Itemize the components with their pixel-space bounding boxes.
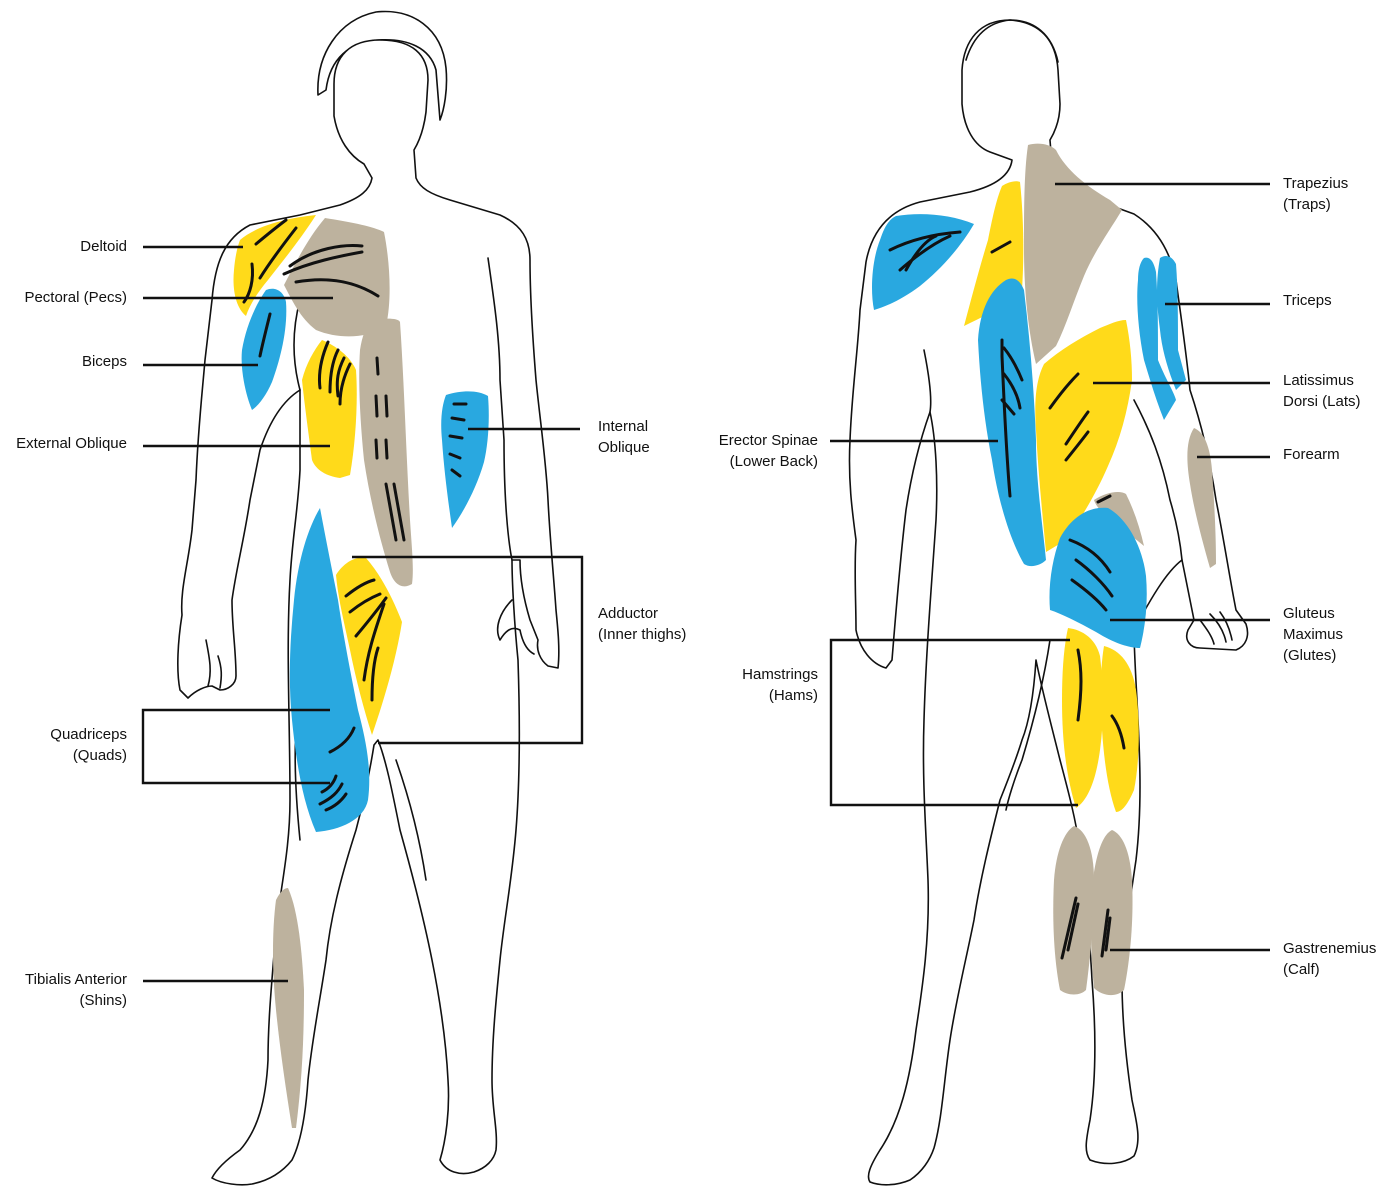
label-adductor: Adductor (Inner thighs) xyxy=(598,603,686,645)
label-external-oblique: External Oblique xyxy=(16,433,127,454)
label-deltoid: Deltoid xyxy=(80,236,127,257)
label-erector: Erector Spinae (Lower Back) xyxy=(719,430,818,472)
label-triceps: Triceps xyxy=(1283,290,1332,311)
front-figure xyxy=(178,11,559,1184)
label-gluteus: Gluteus Maximus (Glutes) xyxy=(1283,603,1343,666)
label-latissimus: Latissimus Dorsi (Lats) xyxy=(1283,370,1361,412)
label-gastrenemius: Gastrenemius (Calf) xyxy=(1283,938,1376,980)
back-figure xyxy=(849,20,1247,1185)
label-tibialis: Tibialis Anterior (Shins) xyxy=(25,969,127,1011)
label-internal-oblique: Internal Oblique xyxy=(598,416,650,458)
label-trapezius: Trapezius (Traps) xyxy=(1283,173,1348,215)
label-quadriceps: Quadriceps (Quads) xyxy=(50,724,127,766)
label-biceps: Biceps xyxy=(82,351,127,372)
label-hamstrings: Hamstrings (Hams) xyxy=(742,664,818,706)
label-forearm: Forearm xyxy=(1283,444,1340,465)
label-pectoral: Pectoral (Pecs) xyxy=(24,287,127,308)
